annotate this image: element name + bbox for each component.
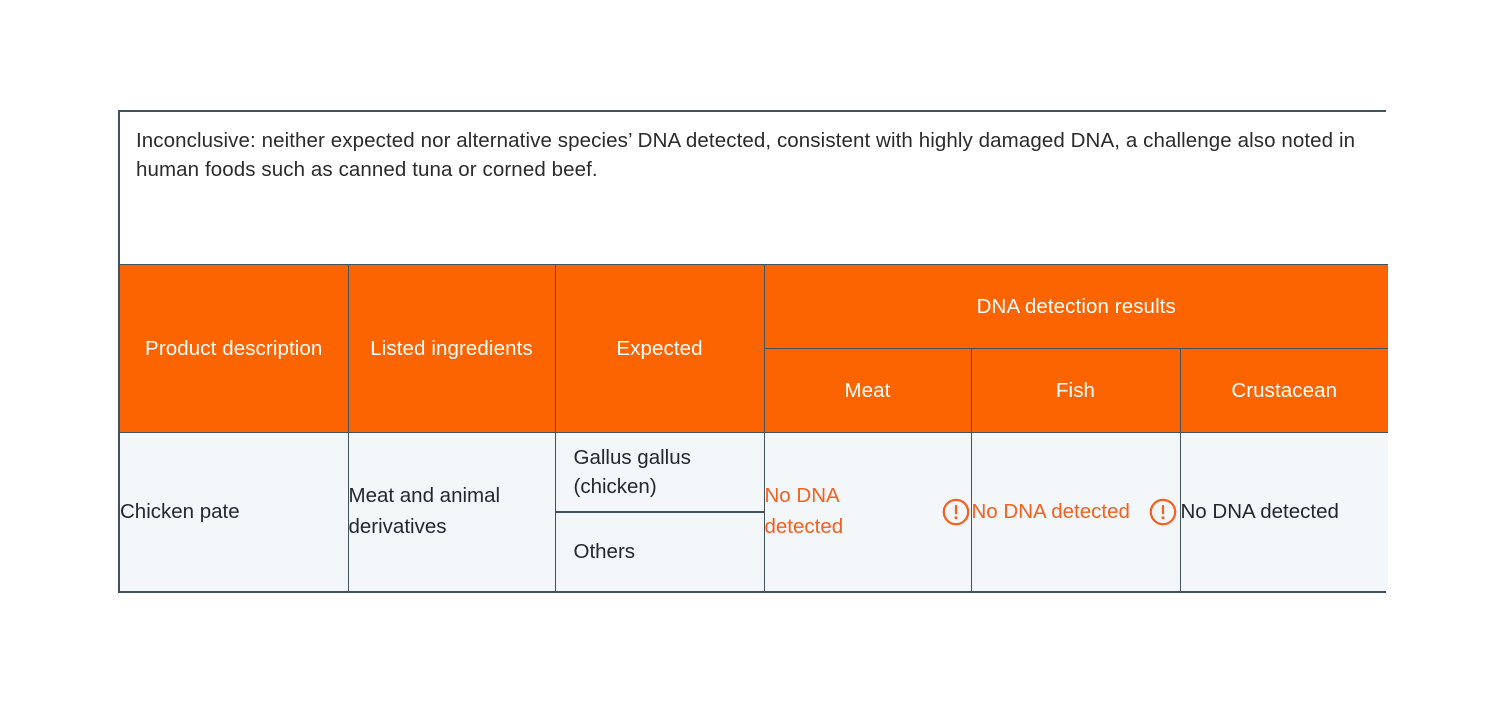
cell-expected-primary: Gallus gallus (chicken) <box>555 433 764 514</box>
alert-circle-icon <box>1149 498 1177 526</box>
table-note-row: Inconclusive: neither expected nor alter… <box>120 112 1389 266</box>
result-crustacean-text: No DNA detected <box>1180 499 1339 523</box>
alert-circle-icon <box>942 498 969 526</box>
header-row-sub: Meat Fish Crustacean <box>120 348 1389 434</box>
cell-result-fish: No DNA detected <box>970 432 1181 591</box>
result-crustacean-content: No DNA detected <box>1181 497 1389 528</box>
dna-results-table-container: Inconclusive: neither expected nor alter… <box>118 110 1389 593</box>
header-fish: Fish <box>970 348 1181 434</box>
cell-expected-secondary: Others <box>555 512 764 591</box>
expected-secondary-row: Others <box>555 512 764 591</box>
inconclusive-note-cell: Inconclusive: neither expected nor alter… <box>120 112 1389 266</box>
result-meat-text: No DNA detected <box>764 484 844 539</box>
inconclusive-note-text: Inconclusive: neither expected nor alter… <box>136 129 1356 182</box>
expected-split-table: Gallus gallus (chicken) Others <box>555 433 764 591</box>
header-crustacean: Crustacean <box>1179 348 1389 434</box>
cell-result-crustacean: No DNA detected <box>1179 432 1389 591</box>
header-dna-detection-results: DNA detection results <box>763 264 1389 350</box>
header-meat: Meat <box>763 348 972 434</box>
dna-results-table: Inconclusive: neither expected nor alter… <box>120 112 1389 591</box>
cell-listed-ingredients: Meat and animal derivatives <box>347 432 556 591</box>
result-meat-content: No DNA detected <box>765 481 971 543</box>
header-listed-ingredients: Listed ingredients <box>347 264 556 434</box>
expected-primary-row: Gallus gallus (chicken) <box>555 433 764 514</box>
cell-result-meat: No DNA detected <box>763 432 972 591</box>
result-fish-text: No DNA detected <box>971 499 1130 523</box>
result-fish-content: No DNA detected <box>972 497 1180 528</box>
table-row: Chicken pate Meat and animal derivatives… <box>120 432 1389 591</box>
header-row-top: Product description Listed ingredients E… <box>120 264 1389 434</box>
header-product-description: Product description <box>120 264 349 434</box>
cell-expected: Gallus gallus (chicken) Others <box>554 432 765 591</box>
header-expected: Expected <box>554 264 765 434</box>
cell-product-description: Chicken pate <box>120 432 349 591</box>
